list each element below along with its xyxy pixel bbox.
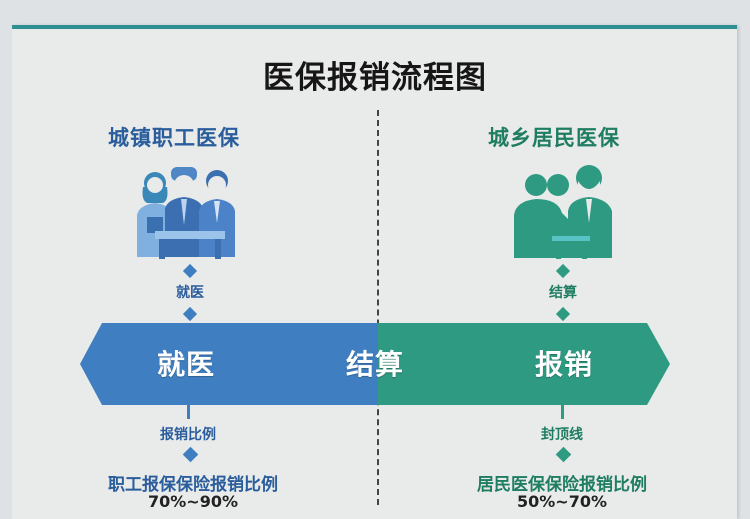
diagram-card xyxy=(12,25,737,519)
right-step-label: 结算 xyxy=(549,285,577,301)
right-percent: 50%~70% xyxy=(517,492,607,511)
right-below-label: 封顶线 xyxy=(541,427,583,443)
center-divider xyxy=(377,110,379,505)
left-below-label: 报销比例 xyxy=(160,427,216,443)
process-banner xyxy=(80,323,670,405)
left-connector-line xyxy=(187,405,190,419)
office-workers-group-icon xyxy=(137,167,235,259)
left-step-label: 就医 xyxy=(176,285,204,301)
left-detail-text: 职工报保保险报销比例 xyxy=(108,475,278,495)
right-heading: 城乡居民医保 xyxy=(488,126,620,150)
residents-group-icon xyxy=(514,165,612,259)
left-heading: 城镇职工医保 xyxy=(108,126,240,150)
right-connector-line xyxy=(561,405,564,419)
left-percent: 70%~90% xyxy=(148,492,238,511)
diagram-title: 医保报销流程图 xyxy=(263,60,487,96)
banner-step-3: 报销 xyxy=(535,348,594,381)
banner-step-1: 就医 xyxy=(157,348,216,381)
banner-step-2: 结算 xyxy=(346,348,405,381)
right-detail-text: 居民医保保险报销比例 xyxy=(477,475,647,495)
